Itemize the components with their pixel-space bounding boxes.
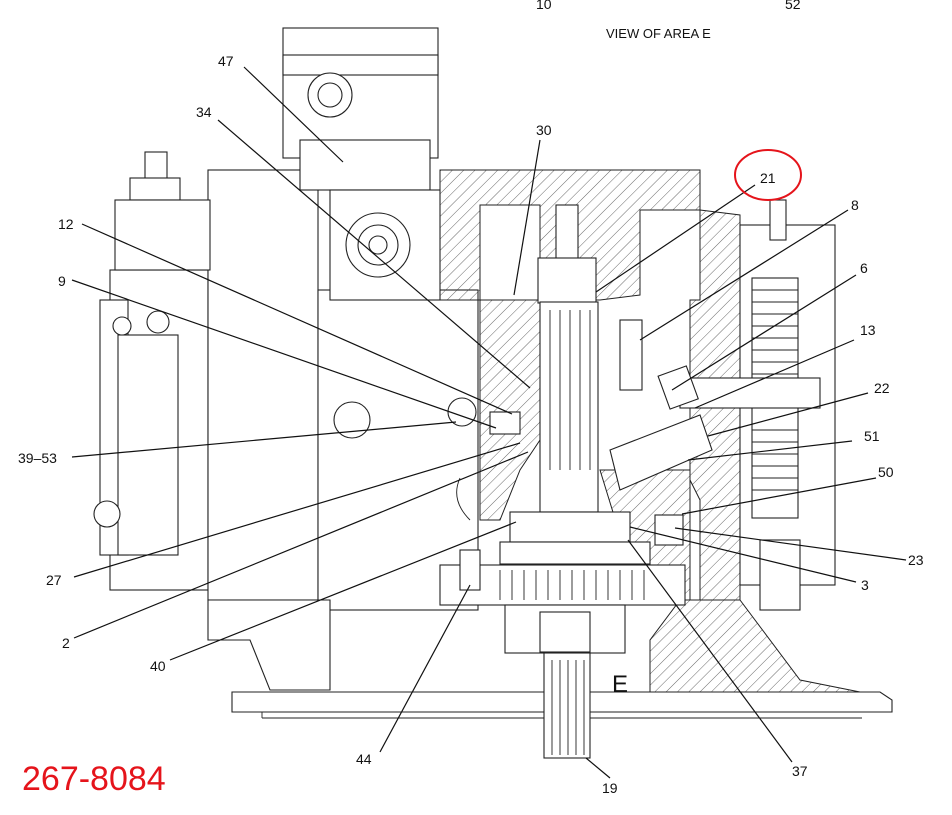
callout-13: 13 <box>860 322 876 338</box>
callout-3: 3 <box>861 577 869 593</box>
callout-47: 47 <box>218 53 234 69</box>
callout-34: 34 <box>196 104 212 120</box>
callout-40: 40 <box>150 658 166 674</box>
callout-19: 19 <box>602 780 618 796</box>
callout-51: 51 <box>864 428 880 444</box>
callout-22: 22 <box>874 380 890 396</box>
callout-8: 8 <box>851 197 859 213</box>
highlight-circle <box>734 149 802 201</box>
callout-39-53: 39–53 <box>18 450 57 466</box>
top-label-52: 52 <box>785 0 801 12</box>
part-number: 267-8084 <box>22 760 166 798</box>
assembly-drawing <box>93 27 893 759</box>
callout-30: 30 <box>536 122 552 138</box>
top-label-10: 10 <box>536 0 552 12</box>
callout-23: 23 <box>908 552 924 568</box>
callout-27: 27 <box>46 572 62 588</box>
callout-37: 37 <box>792 763 808 779</box>
view-title: VIEW OF AREA E <box>606 26 711 41</box>
callout-21: 21 <box>760 170 776 186</box>
callout-9: 9 <box>58 273 66 289</box>
area-letter-e: E <box>612 671 628 698</box>
leader-lines <box>71 66 907 779</box>
callout-50: 50 <box>878 464 894 480</box>
callout-6: 6 <box>860 260 868 276</box>
callout-44: 44 <box>356 751 372 767</box>
callout-12: 12 <box>58 216 74 232</box>
callout-2: 2 <box>62 635 70 651</box>
